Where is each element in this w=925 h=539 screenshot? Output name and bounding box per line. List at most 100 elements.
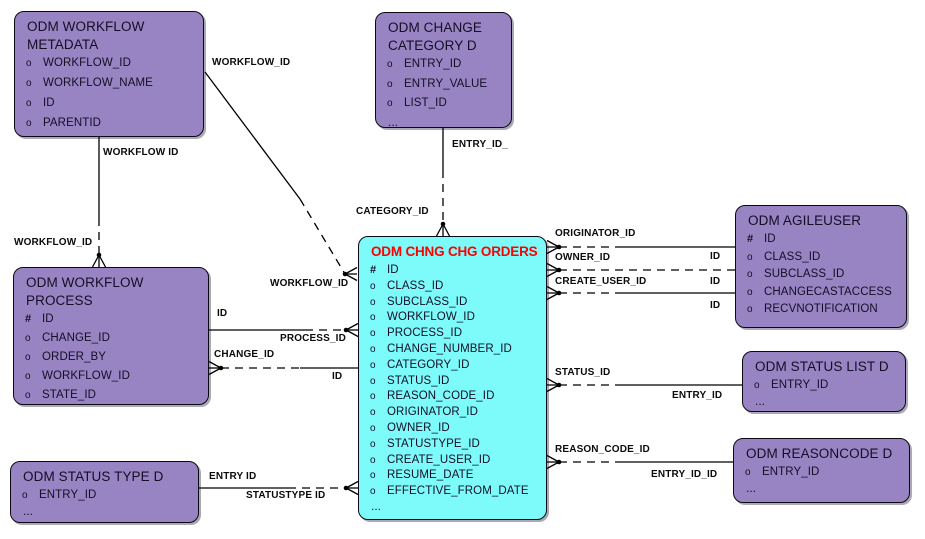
entity-odm-chng-chg-orders-field-row: o STATUSTYPE_ID (370, 438, 540, 454)
optional-column-marker-icon: o (370, 375, 376, 387)
entity-odm-change-category-d-more-ellipsis: ... (388, 114, 399, 128)
rel-category-chgorders-dot-icon (440, 221, 446, 227)
rel-owner-agileuser-label-1: ID (710, 276, 721, 287)
column-name: STATUSTYPE_ID (387, 437, 480, 450)
column-name: CHANGECASTACCESS (764, 285, 892, 298)
optional-column-marker-icon: o (370, 312, 376, 324)
optional-column-marker-icon: o (370, 391, 376, 403)
entity-odm-chng-chg-orders-field-row: o CHANGE_NUMBER_ID (370, 343, 540, 359)
optional-column-marker-icon: o (370, 438, 376, 450)
column-name: WORKFLOW_NAME (43, 77, 153, 89)
rel-process-chgorders-dot-icon (343, 327, 349, 333)
column-name: STATE_ID (42, 389, 97, 401)
entity-odm-reasoncode-d-title: ODM REASONCODE D (746, 446, 893, 461)
column-name: REASON_CODE_ID (387, 390, 495, 403)
column-name: ID (387, 264, 399, 276)
entity-odm-agileuser-more-ellipsis: ... (748, 318, 759, 328)
optional-column-marker-icon: o (745, 467, 751, 478)
entity-odm-chng-chg-orders-field-row: o SUBCLASS_ID (370, 296, 540, 312)
optional-column-marker-icon: o (370, 343, 376, 355)
rel-chgorders-process-label-0: CHANGE_ID (214, 349, 275, 360)
column-name: EFFECTIVE_FROM_DATE (387, 485, 529, 498)
entity-odm-agileuser-field-row: o RECVNOTIFICATION (747, 303, 900, 321)
rel-createuser-agileuser-label-1: ID (710, 300, 721, 311)
rel-status-statuslist-label-1: ENTRY_ID (672, 390, 723, 401)
rel-owner-agileuser-dot-icon (556, 267, 562, 273)
column-name: PARENTID (43, 117, 102, 129)
column-name: RECVNOTIFICATION (764, 303, 878, 315)
optional-column-marker-icon: o (370, 359, 376, 371)
rel-metadata-chgorders-dot-icon (342, 271, 348, 277)
column-name: CREATE_USER_ID (387, 453, 491, 466)
entity-odm-workflow-metadata-field-row: o PARENTID (26, 117, 197, 136)
optional-column-marker-icon: o (747, 251, 753, 263)
optional-column-marker-icon: o (26, 118, 32, 129)
entity-odm-agileuser-title: ODM AGILEUSER (748, 213, 862, 228)
entity-odm-agileuser-field-row: o CLASS_ID (747, 251, 900, 269)
entity-odm-workflow-process-field-row: o STATE_ID (25, 389, 202, 404)
rel-createuser-agileuser-dot-icon (556, 290, 562, 296)
column-name: CHANGE_NUMBER_ID (387, 342, 512, 355)
column-name: SUBCLASS_ID (764, 268, 845, 280)
column-name: ORDER_BY (42, 351, 107, 363)
entity-odm-status-type-d-more-ellipsis: ... (23, 504, 34, 518)
rel-process-chgorders-label-1: PROCESS_ID (280, 333, 346, 344)
column-name: WORKFLOW_ID (43, 57, 131, 69)
optional-column-marker-icon: o (387, 78, 393, 90)
primary-key-marker-icon: # (747, 233, 754, 245)
column-name: SUBCLASS_ID (387, 295, 468, 308)
column-name: ORIGINATOR_ID (387, 406, 478, 419)
optional-column-marker-icon: o (370, 296, 376, 308)
rel-originator-agileuser-label-0: ORIGINATOR_ID (555, 228, 636, 239)
optional-column-marker-icon: o (747, 304, 753, 315)
optional-column-marker-icon: o (370, 328, 376, 340)
rel-createuser-agileuser-label-0: CREATE_USER_ID (555, 276, 647, 287)
entity-odm-agileuser-field-row: #ID (747, 233, 900, 251)
column-name: ENTRY_ID (762, 466, 820, 478)
entity-odm-reasoncode-d-field-row: o ENTRY_ID (745, 466, 903, 483)
rel-reasoncode-dot-icon (556, 459, 562, 465)
column-name: ID (43, 97, 55, 109)
optional-column-marker-icon: o (25, 390, 31, 401)
optional-column-marker-icon: o (387, 98, 393, 109)
entity-odm-chng-chg-orders-title: ODM CHNG CHG ORDERS (371, 244, 538, 259)
optional-column-marker-icon: o (25, 333, 31, 344)
rel-metadata-process-label-0: WORKFLOW ID (103, 147, 179, 158)
entity-odm-status-list-d-more-ellipsis: ... (755, 394, 766, 408)
column-name: CLASS_ID (764, 250, 821, 263)
rel-chgorders-process-label-1: ID (332, 371, 343, 382)
primary-key-marker-icon: # (370, 264, 377, 276)
rel-category-chgorders-label-0: ENTRY_ID_ (452, 139, 508, 150)
entity-odm-status-list-d-title: ODM STATUS LIST D (755, 359, 889, 374)
column-name: WORKFLOW_ID (387, 311, 475, 324)
optional-column-marker-icon: o (370, 454, 376, 466)
rel-metadata-chgorders-label-1: WORKFLOW_ID (270, 278, 349, 289)
optional-column-marker-icon: o (25, 371, 31, 382)
column-name: OWNER_ID (387, 421, 450, 434)
rel-category-chgorders-label-1: CATEGORY_ID (356, 206, 429, 217)
primary-key-marker-icon: # (25, 313, 32, 325)
rel-status-statuslist-dot-icon (556, 382, 562, 388)
column-name: ENTRY_ID (404, 58, 462, 70)
